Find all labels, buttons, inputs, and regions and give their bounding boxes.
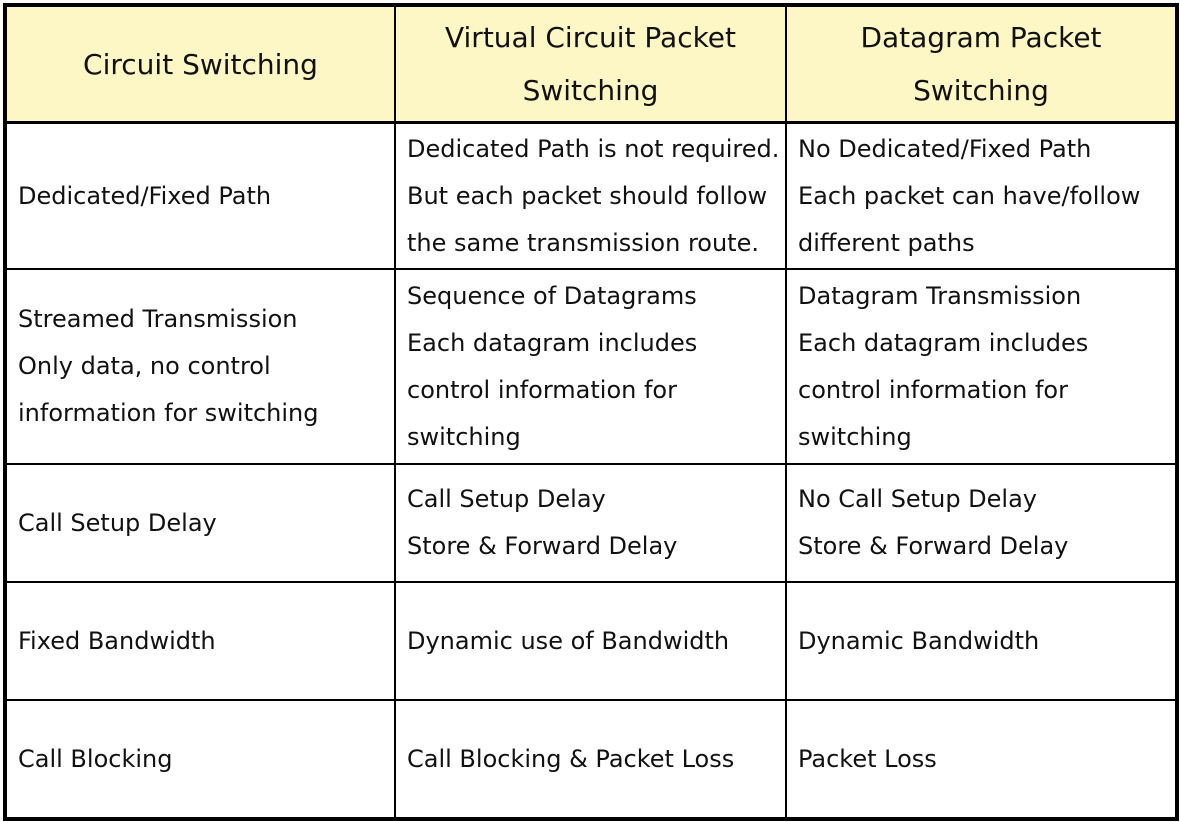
table-cell: Call Setup Delay Store & Forward Delay: [394, 463, 787, 583]
header-virtual-circuit-packet-switching: Virtual Circuit Packet Switching: [394, 4, 787, 124]
table-row-delay: Call Setup Delay Call Setup Delay Store …: [4, 463, 1178, 583]
cell-line: No Call Setup Delay: [798, 485, 1038, 513]
cell-line: But each packet should follow: [407, 181, 768, 210]
header-line: Datagram Packet: [860, 21, 1102, 54]
cell-line: Each datagram includes: [407, 328, 698, 357]
cell-line: Dedicated Path is not required.: [407, 134, 780, 163]
header-circuit-switching: Circuit Switching: [4, 4, 396, 124]
header-line: Virtual Circuit Packet: [444, 21, 737, 54]
table-cell: Dedicated Path is not required. But each…: [394, 121, 787, 270]
cell-line: Only data, no control: [18, 352, 271, 380]
cell-line: Store & Forward Delay: [798, 532, 1069, 560]
cell-line: No Dedicated/Fixed Path: [798, 134, 1092, 163]
table-cell: Call Blocking: [4, 699, 396, 820]
cell-line: control information for: [798, 375, 1068, 404]
table-cell: Dedicated/Fixed Path: [4, 121, 396, 270]
cell-line: Dynamic Bandwidth: [798, 626, 1040, 655]
header-row: Circuit Switching Virtual Circuit Packet…: [4, 4, 1178, 124]
table-cell: Streamed Transmission Only data, no cont…: [4, 268, 396, 465]
table-cell: Fixed Bandwidth: [4, 581, 396, 701]
cell-line: switching: [798, 422, 912, 451]
header-datagram-packet-switching: Datagram Packet Switching: [785, 4, 1178, 124]
cell-line: Dedicated/Fixed Path: [18, 181, 272, 210]
cell-line: Call Blocking & Packet Loss: [407, 744, 735, 773]
table-row-path: Dedicated/Fixed Path Dedicated Path is n…: [4, 121, 1178, 270]
table-row-transmission: Streamed Transmission Only data, no cont…: [4, 268, 1178, 465]
table-row-blocking: Call Blocking Call Blocking & Packet Los…: [4, 699, 1178, 820]
cell-line: Call Setup Delay: [18, 508, 217, 537]
table-cell: No Dedicated/Fixed Path Each packet can …: [785, 121, 1178, 270]
table-cell: Call Blocking & Packet Loss: [394, 699, 787, 820]
cell-line: information for switching: [18, 399, 319, 427]
table-cell: Packet Loss: [785, 699, 1178, 820]
table-cell: Datagram Transmission Each datagram incl…: [785, 268, 1178, 465]
cell-line: different paths: [798, 228, 975, 257]
table-cell: Call Setup Delay: [4, 463, 396, 583]
cell-line: Datagram Transmission: [798, 281, 1082, 310]
cell-line: Call Blocking: [18, 744, 173, 773]
cell-line: Store & Forward Delay: [407, 532, 678, 560]
cell-line: Call Setup Delay: [407, 485, 606, 513]
table-row-bandwidth: Fixed Bandwidth Dynamic use of Bandwidth…: [4, 581, 1178, 701]
table-cell: Sequence of Datagrams Each datagram incl…: [394, 268, 787, 465]
cell-line: Packet Loss: [798, 744, 937, 773]
cell-line: Sequence of Datagrams: [407, 281, 697, 310]
cell-line: switching: [407, 422, 521, 451]
cell-line: Streamed Transmission: [18, 305, 298, 333]
cell-line: Fixed Bandwidth: [18, 626, 216, 655]
table-cell: Dynamic Bandwidth: [785, 581, 1178, 701]
header-line: Switching: [913, 74, 1049, 107]
table-cell: No Call Setup Delay Store & Forward Dela…: [785, 463, 1178, 583]
header-line: Circuit Switching: [83, 47, 318, 81]
cell-line: Each packet can have/follow: [798, 181, 1141, 210]
header-line: Switching: [522, 74, 659, 107]
cell-line: Dynamic use of Bandwidth: [407, 626, 730, 655]
cell-line: the same transmission route.: [407, 228, 759, 257]
table-cell: Dynamic use of Bandwidth: [394, 581, 787, 701]
cell-line: Each datagram includes: [798, 328, 1089, 357]
switching-comparison-table: Circuit Switching Virtual Circuit Packet…: [3, 3, 1179, 821]
cell-line: control information for: [407, 375, 677, 404]
